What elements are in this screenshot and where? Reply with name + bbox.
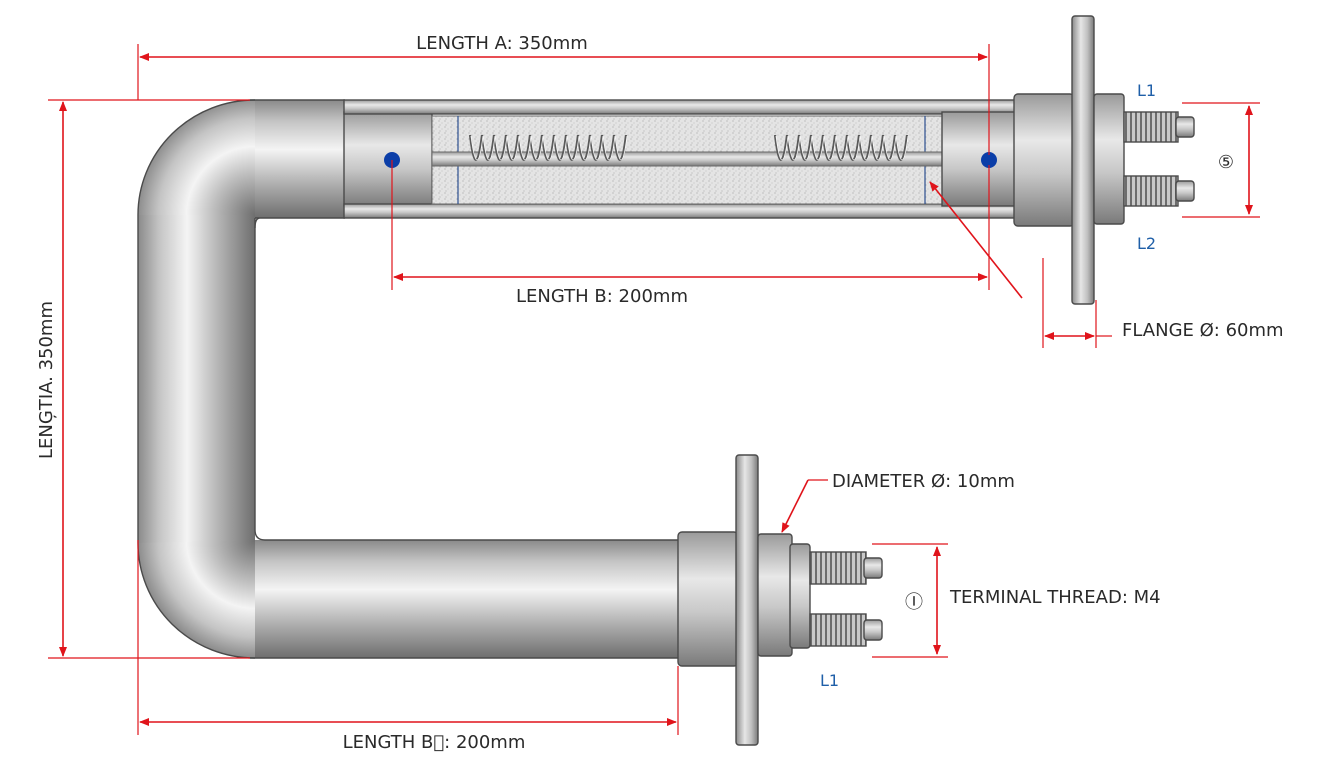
labels: LENGTH A: 350mm LENGTH B: 200mm LENGTH B…	[36, 33, 1284, 753]
bottom-terminal-1-thread	[809, 551, 867, 585]
flange-label: FLANGE Ø: 60mm	[1122, 320, 1284, 341]
top-heating-section	[343, 99, 1017, 219]
bottom-flange-nut	[789, 543, 811, 649]
top-bend	[138, 100, 255, 218]
length-b-top-label: LENGTH B: 200mm	[516, 286, 688, 307]
length-b-bottom-label: LENGTH B⃨: 200mm	[343, 732, 526, 753]
bottom-flange-assembly	[677, 454, 883, 746]
bottom-flange-plate	[735, 454, 759, 746]
terminal-l1-bottom-label: L1	[820, 671, 839, 690]
diameter-label: DIAMETER Ø: 10mm	[832, 471, 1015, 492]
length-vertical-label: LENĢTIA. 350mm	[36, 301, 57, 459]
terminal-thread-label: TERMINAL THREAD: M4	[949, 587, 1161, 608]
right-collar	[941, 111, 1017, 207]
top-terminal-1-thread	[1123, 111, 1179, 143]
dimension-lines	[48, 44, 1260, 735]
marker-right	[981, 152, 997, 168]
top-tube	[250, 100, 350, 218]
top-flange-assembly	[1013, 15, 1195, 305]
insulation-leader	[929, 181, 1023, 299]
bottom-flange-collar	[757, 533, 793, 657]
bottom-terminal-symbol: Ⓘ	[905, 592, 923, 613]
u-tube	[137, 99, 680, 659]
top-terminal-symbol: ⑤	[1218, 152, 1234, 173]
bottom-terminal-2-thread	[809, 613, 867, 647]
bottom-tube	[250, 540, 680, 658]
bottom-bend	[138, 540, 255, 658]
bottom-flange-hub	[677, 531, 739, 667]
top-flange-nut	[1093, 93, 1125, 225]
left-tube	[138, 215, 255, 543]
terminal-l2-top-label: L2	[1137, 234, 1156, 253]
length-a-label: LENGTH A: 350mm	[416, 33, 588, 54]
top-terminal-2-thread	[1123, 175, 1179, 207]
top-flange-hub	[1013, 93, 1075, 227]
top-flange-plate	[1071, 15, 1095, 305]
terminal-l1-top-label: L1	[1137, 81, 1156, 100]
